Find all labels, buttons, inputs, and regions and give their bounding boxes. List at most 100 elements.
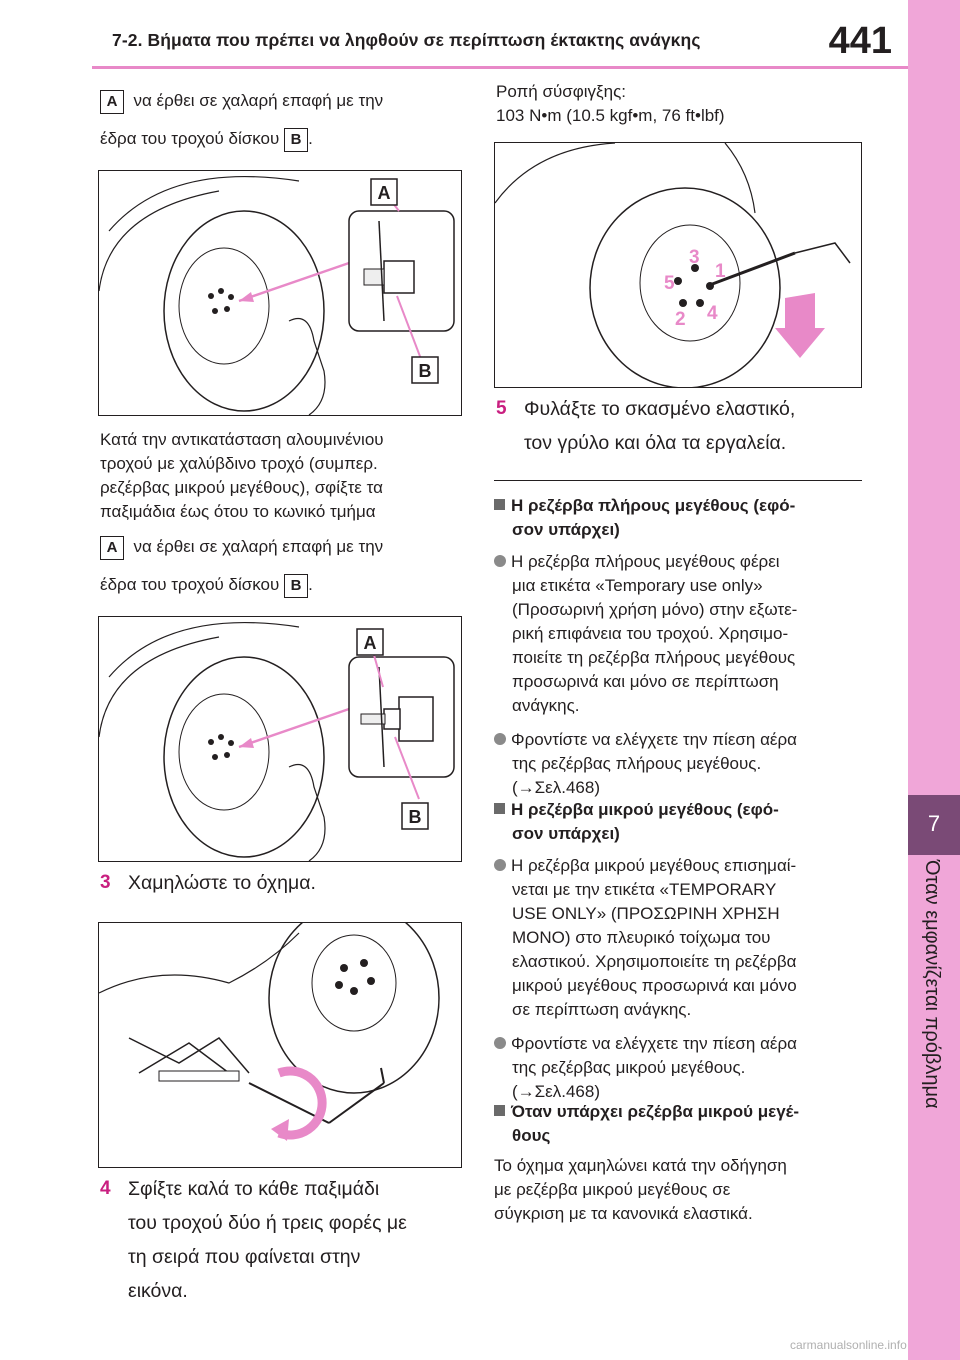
- sec3-heading-1: Όταν υπάρχει ρεζέρβα μικρού μεγέ-: [511, 1102, 799, 1121]
- sec1-heading-1: Η ρεζέρβα πλήρους μεγέθους (εφό-: [511, 496, 796, 515]
- figure-nut-tightening-2: A B: [98, 616, 462, 862]
- sec1-b1-line: ρική επιφάνεια του τροχού. Χρησιμο-: [512, 624, 789, 643]
- label-b: B: [284, 573, 309, 598]
- sec1-heading-2: σον υπάρχει): [512, 520, 620, 539]
- step-4-line-3: τη σειρά που φαίνεται στην: [128, 1246, 361, 1268]
- square-bullet-icon: [494, 499, 505, 510]
- chapter-number: 7: [927, 811, 941, 836]
- sec1-b2-line: της ρεζέρβας πλήρους μεγέθους.: [512, 754, 762, 773]
- sec2-b2-line: Φροντίστε να ελέγχετε την πίεση αέρα: [511, 1034, 797, 1053]
- tightening-order-illustration: 3 1 5 2 4: [494, 142, 851, 389]
- page-header: 7-2. Βήματα που πρέπει να ληφθούν σε περ…: [0, 0, 908, 72]
- wheel-nut-illustration-2: A B: [98, 622, 455, 862]
- step-3-text: Χαμηλώστε το όχημα.: [128, 872, 316, 894]
- sec3-line: με ρεζέρβα μικρού μεγέθους σε: [494, 1180, 731, 1199]
- circle-bullet-icon: [494, 733, 506, 745]
- jack-lowering-illustration: [98, 902, 440, 1141]
- sec2-b1-line: σε περίπτωση ανάγκης.: [512, 1000, 692, 1019]
- sec2-b1-line: Η ρεζέρβα μικρού μεγέθους επισημαί-: [511, 856, 797, 875]
- square-bullet-icon: [494, 1105, 505, 1116]
- order-number-2: 2: [675, 309, 686, 330]
- order-number-5: 5: [664, 273, 675, 294]
- figure-lower-vehicle: [98, 902, 462, 1168]
- para2-line-5: να έρθει σε χαλαρή επαφή με την: [133, 537, 384, 556]
- sec2-b1-line: ελαστικού. Χρησιμοποιείτε τη ρεζέρβα: [512, 952, 797, 971]
- page-reference: (→Σελ.468): [512, 778, 600, 797]
- order-number-4: 4: [707, 303, 718, 324]
- step-4-line-1: Σφίξτε καλά το κάθε παξιμάδι: [128, 1178, 380, 1200]
- step-4-number: 4: [100, 1178, 111, 1199]
- step-4-line-4: εικόνα.: [128, 1280, 188, 1302]
- torque-label: Ροπή σύσφιγξης:: [496, 82, 627, 101]
- page-number: 441: [828, 20, 892, 62]
- step-4-text: Σφίξτε καλά το κάθε παξιμάδι του τροχού …: [128, 1172, 448, 1308]
- para2-line-1: Κατά την αντικατάσταση αλουμινένιου: [100, 430, 384, 449]
- figure-nut-tightening-1: A B: [98, 170, 462, 416]
- para2-line-6: έδρα του τροχού δίσκου: [100, 575, 280, 594]
- step-4-line-2: του τροχού δύο ή τρεις φορές με: [128, 1212, 407, 1234]
- intro-paragraph: A να έρθει σε χαλαρή επαφή με την έδρα τ…: [100, 86, 470, 154]
- label-a: A: [100, 89, 124, 114]
- step-3-number: 3: [100, 872, 111, 893]
- sec1-b1-line: προσωρινά και μόνο σε περίπτωση: [512, 672, 779, 691]
- figure-tightening-order: 3 1 5 2 4: [494, 142, 862, 389]
- circle-bullet-icon: [494, 555, 506, 567]
- step-5-text: Φυλάξτε το σκασμένο ελαστικό, τον γρύλο …: [524, 392, 874, 460]
- aluminium-wheel-paragraph: Κατά την αντικατάσταση αλουμινένιου τροχ…: [100, 428, 470, 600]
- period: .: [308, 575, 313, 594]
- compact-spare-section: Η ρεζέρβα μικρού μεγέθους (εφό- σον υπάρ…: [494, 798, 874, 1104]
- header-divider: [92, 66, 908, 69]
- sec3-line: σύγκριση με τα κανονικά ελαστικά.: [494, 1204, 753, 1223]
- svg-text:A: A: [378, 183, 391, 203]
- step-3: 3 Χαμηλώστε το όχημα.: [100, 866, 470, 900]
- sec3-line: Το όχημα χαμηλώνει κατά την οδήγηση: [494, 1156, 787, 1175]
- page-reference: (→Σελ.468): [512, 1082, 600, 1101]
- para2-line-2: τροχού με χαλύβδινο τροχό (συμπερ.: [100, 454, 378, 473]
- circle-bullet-icon: [494, 1037, 506, 1049]
- chapter-title: Όταν εμφανίζεται πρόβλημα: [921, 860, 943, 1109]
- sec1-b1-line: ανάγκης.: [512, 696, 580, 715]
- step-5-line-2: τον γρύλο και όλα τα εργαλεία.: [524, 432, 787, 454]
- wheel-nut-illustration-1: A B: [98, 176, 455, 416]
- sec1-b1-line: (Προσωρινή χρήση μόνο) στην εξωτε-: [512, 600, 798, 619]
- label-b: B: [284, 127, 309, 152]
- compact-spare-driving-section: Όταν υπάρχει ρεζέρβα μικρού μεγέ- θους Τ…: [494, 1100, 874, 1226]
- para2-line-3: ρεζέρβας μικρού μεγέθους), σφίξτε τα: [100, 478, 383, 497]
- order-number-3: 3: [689, 247, 700, 268]
- square-bullet-icon: [494, 803, 505, 814]
- sec2-b1-line: νεται με την ετικέτα «TEMPORARY: [512, 880, 777, 899]
- section-title: 7-2. Βήματα που πρέπει να ληφθούν σε περ…: [112, 30, 701, 50]
- section-divider: [494, 480, 862, 481]
- intro-text-1: να έρθει σε χαλαρή επαφή με την: [133, 91, 384, 110]
- intro-text-2: έδρα του τροχού δίσκου: [100, 129, 280, 148]
- sec2-heading-2: σον υπάρχει): [512, 824, 620, 843]
- chapter-side-tab: [908, 0, 960, 1360]
- sec1-b1-line: μια ετικέτα «Temporary use only»: [512, 576, 763, 595]
- footer-watermark: carmanualsonline.info: [790, 1338, 907, 1352]
- para2-line-4: παξιμάδια έως ότου το κωνικό τμήμα: [100, 502, 376, 521]
- torque-spec: Ροπή σύσφιγξης: 103 N•m (10.5 kgf•m, 76 …: [496, 80, 876, 128]
- sec2-heading-1: Η ρεζέρβα μικρού μεγέθους (εφό-: [511, 800, 779, 819]
- full-size-spare-section: Η ρεζέρβα πλήρους μεγέθους (εφό- σον υπά…: [494, 494, 874, 800]
- svg-text:B: B: [419, 361, 432, 381]
- step-5-number: 5: [496, 398, 507, 419]
- sec2-b1-line: ΜΟΝΟ) στο πλευρικό τοίχωμα του: [512, 928, 771, 947]
- sec1-b1-line: ποιείτε τη ρεζέρβα πλήρους μεγέθους: [512, 648, 796, 667]
- sec3-heading-2: θους: [512, 1126, 551, 1145]
- step-5: 5 Φυλάξτε το σκασμένο ελαστικό, τον γρύλ…: [496, 392, 876, 462]
- period: .: [308, 129, 313, 148]
- sec2-b2-line: της ρεζέρβας μικρού μεγέθους.: [512, 1058, 746, 1077]
- label-a: A: [100, 535, 124, 560]
- order-number-1: 1: [715, 261, 726, 282]
- svg-text:A: A: [364, 633, 377, 653]
- torque-value: 103 N•m (10.5 kgf•m, 76 ft•lbf): [496, 106, 725, 125]
- svg-text:B: B: [409, 807, 422, 827]
- sec1-b2-line: Φροντίστε να ελέγχετε την πίεση αέρα: [511, 730, 797, 749]
- circle-bullet-icon: [494, 859, 506, 871]
- step-4: 4 Σφίξτε καλά το κάθε παξιμάδι του τροχο…: [100, 1172, 470, 1312]
- chapter-number-box: 7: [908, 795, 960, 855]
- sec1-b1-line: Η ρεζέρβα πλήρους μεγέθους φέρει: [511, 552, 780, 571]
- step-5-line-1: Φυλάξτε το σκασμένο ελαστικό,: [524, 398, 796, 420]
- sec2-b1-line: μικρού μεγέθους προσωρινά και μόνο: [512, 976, 797, 995]
- sec2-b1-line: USE ONLY» (ΠΡΟΣΩΡΙΝΗ ΧΡΗΣΗ: [512, 904, 780, 923]
